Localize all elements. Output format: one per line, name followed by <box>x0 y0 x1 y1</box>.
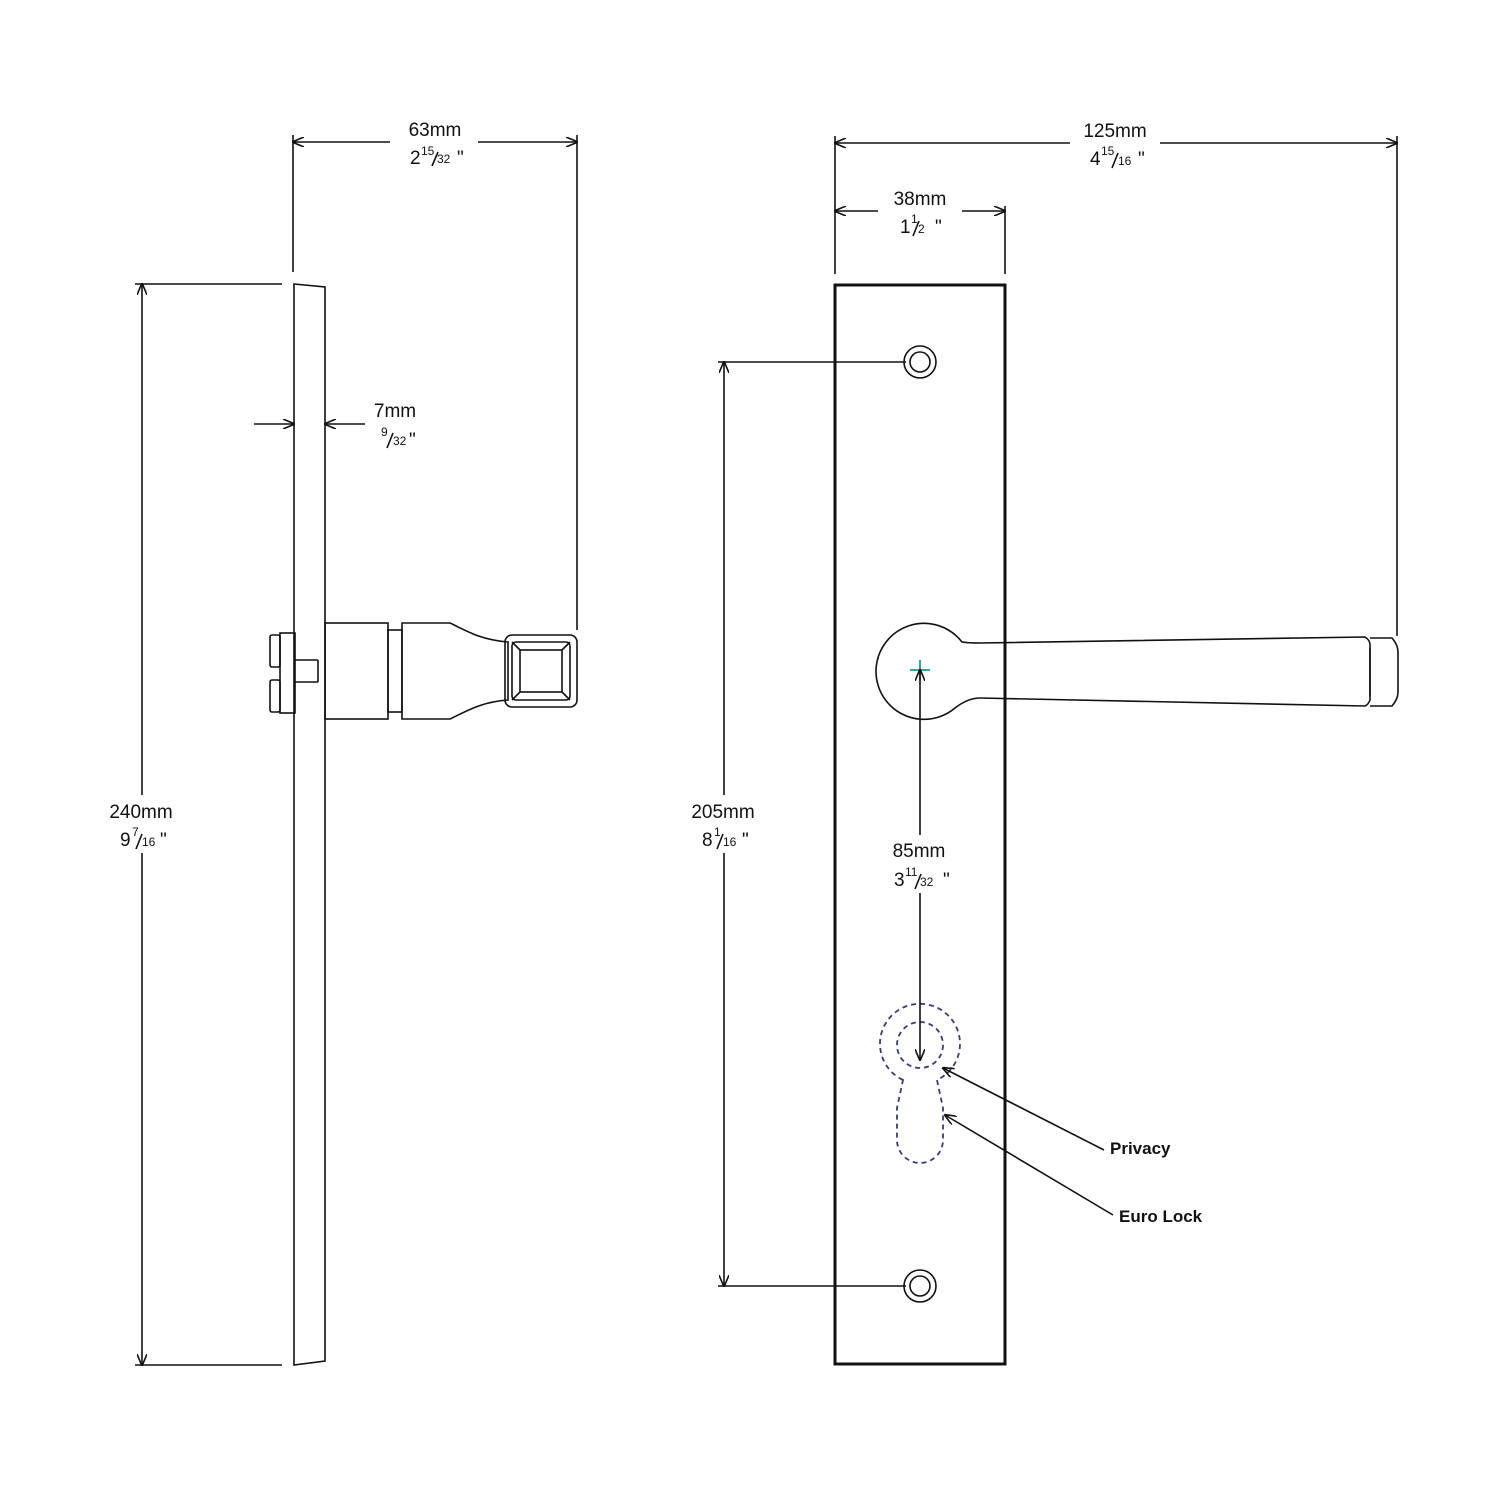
front-backplate <box>833 283 1007 1366</box>
privacy-label: Privacy <box>1110 1139 1171 1158</box>
privacy-callout: Privacy <box>943 1068 1171 1158</box>
fixing-den: 16 <box>723 835 737 849</box>
height-mm: 240mm <box>109 802 172 823</box>
fixing-inch: " <box>742 830 749 851</box>
height-whole: 9 <box>120 830 131 851</box>
backset-mm: 85mm <box>893 841 946 862</box>
euro-lock-callout: Euro Lock <box>945 1115 1203 1226</box>
width-den: 32 <box>437 152 451 166</box>
width-num: 15 <box>421 144 435 158</box>
overall-width-whole: 4 <box>1090 149 1101 170</box>
euro-lock-outline <box>879 1002 961 1164</box>
overall-width-mm: 125mm <box>1083 121 1146 142</box>
backset-dimension: 85mm 3 11 32 " <box>876 670 966 1060</box>
plate-width-den: 2 <box>918 222 925 236</box>
plate-width-inch: " <box>935 217 942 238</box>
side-view: 63mm 2 15 32 " 7mm 9 32 " 240mm 9 7 <box>98 116 577 1365</box>
width-mm: 63mm <box>409 120 462 141</box>
euro-lock-label: Euro Lock <box>1119 1207 1203 1226</box>
height-dimension: 240mm 9 7 16 " <box>98 284 282 1365</box>
privacy-outline <box>896 1021 944 1069</box>
width-inch: " <box>457 148 464 169</box>
fixing-mm: 205mm <box>691 802 754 823</box>
thickness-dimension: 7mm 9 32 " <box>254 401 416 451</box>
overall-width-den: 16 <box>1118 154 1132 168</box>
fixing-whole: 8 <box>702 830 713 851</box>
overall-width-dimension: 125mm 4 15 16 " <box>835 116 1397 636</box>
overall-width-inch: " <box>1138 149 1145 170</box>
height-den: 16 <box>142 835 156 849</box>
width-whole: 2 <box>410 148 421 169</box>
thickness-den: 32 <box>393 434 407 448</box>
backset-den: 32 <box>920 875 934 889</box>
backset-whole: 3 <box>894 870 905 891</box>
thickness-num: 9 <box>381 425 388 439</box>
thickness-mm: 7mm <box>374 401 416 422</box>
plate-width-mm: 38mm <box>894 189 947 210</box>
plate-width-whole: 1 <box>900 217 911 238</box>
backplate-profile <box>293 283 326 1366</box>
top-screw-hole <box>903 345 937 379</box>
overall-width-num: 15 <box>1101 144 1115 158</box>
fixing-centres-dimension: 205mm 8 1 16 " <box>680 362 906 1286</box>
plate-width-dimension: 38mm 1 1 2 " <box>835 186 1005 274</box>
lever-handle <box>875 622 1371 721</box>
height-inch: " <box>160 830 167 851</box>
plate-width-num: 1 <box>911 212 918 226</box>
width-dimension: 63mm 2 15 32 " <box>293 116 577 630</box>
backset-inch: " <box>943 870 950 891</box>
handle-side-profile <box>269 622 578 720</box>
thickness-inch: " <box>409 430 416 451</box>
fixing-num: 1 <box>714 825 721 839</box>
front-view: 85mm 3 11 32 " 205mm 8 1 16 " 125mm <box>680 116 1399 1366</box>
backset-num: 11 <box>905 865 918 879</box>
height-num: 7 <box>132 825 139 839</box>
lever-end-cap <box>1370 637 1399 707</box>
bottom-screw-hole <box>903 1269 937 1303</box>
